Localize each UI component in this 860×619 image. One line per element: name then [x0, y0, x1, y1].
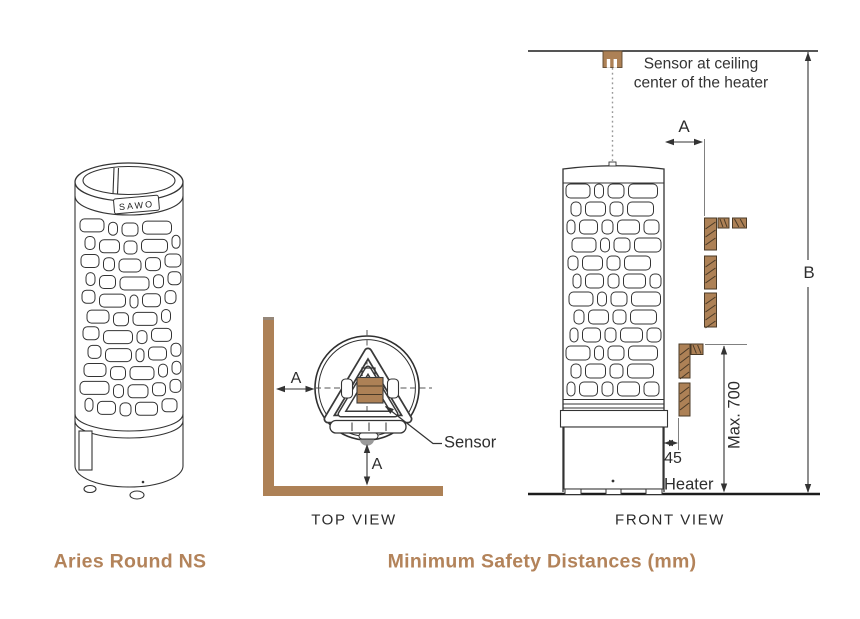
product-title: Aries Round NS: [53, 550, 207, 573]
dim-a-topview-wall-label: A: [290, 370, 302, 387]
diagram-title: Minimum Safety Distances (mm): [387, 550, 697, 573]
dim-b-label: B: [803, 263, 815, 282]
brand-plate: SAWO: [113, 194, 160, 215]
ceiling-sensor-block: [602, 50, 623, 68]
brand-label: SAWO: [119, 199, 155, 212]
heater-foot: [83, 484, 97, 494]
rim-support-bar: [112, 167, 115, 195]
heater-foot: [129, 490, 145, 500]
corner-wall-horizontal: [263, 486, 443, 496]
ceiling-sensor-note-line1: Sensor at ceiling: [643, 55, 759, 73]
sensor-label: Sensor: [444, 433, 497, 452]
heater-front-lattice: [565, 183, 662, 397]
heater-3d-lattice: [79, 218, 182, 417]
front-view-caption: FRONT VIEW: [615, 511, 725, 529]
ceiling-sensor-note: Sensor at ceiling center of the heater: [634, 56, 768, 93]
heater-front-body: [559, 161, 669, 495]
base-access-panel: [78, 430, 93, 471]
heater-label: Heater: [664, 475, 714, 494]
wall-bench-sections: [678, 217, 747, 417]
heater-foot: [564, 488, 582, 495]
corner-wall-vertical: [263, 317, 274, 496]
top-view-diagram: [263, 317, 443, 496]
heater-3d-illustration: SAWO: [74, 162, 184, 500]
dim-a-front-label: A: [678, 117, 690, 136]
dim-45-label: 45: [664, 450, 682, 467]
dimension-arrowheads: [276, 52, 812, 493]
heater-foot: [605, 488, 622, 495]
ceiling-sensor-note-line2: center of the heater: [633, 74, 769, 91]
sensor-leader-line: [385, 406, 442, 445]
heater-foot: [645, 488, 663, 495]
heating-element-triangle: [323, 347, 413, 440]
center-sensor-block: [356, 367, 384, 404]
dim-max700-label: Max. 700: [725, 381, 744, 449]
top-view-caption: TOP VIEW: [311, 511, 397, 529]
bottom-marker: [360, 439, 374, 446]
dim-a-topview-gap-label: A: [371, 456, 383, 473]
front-view-diagram: [276, 50, 820, 496]
